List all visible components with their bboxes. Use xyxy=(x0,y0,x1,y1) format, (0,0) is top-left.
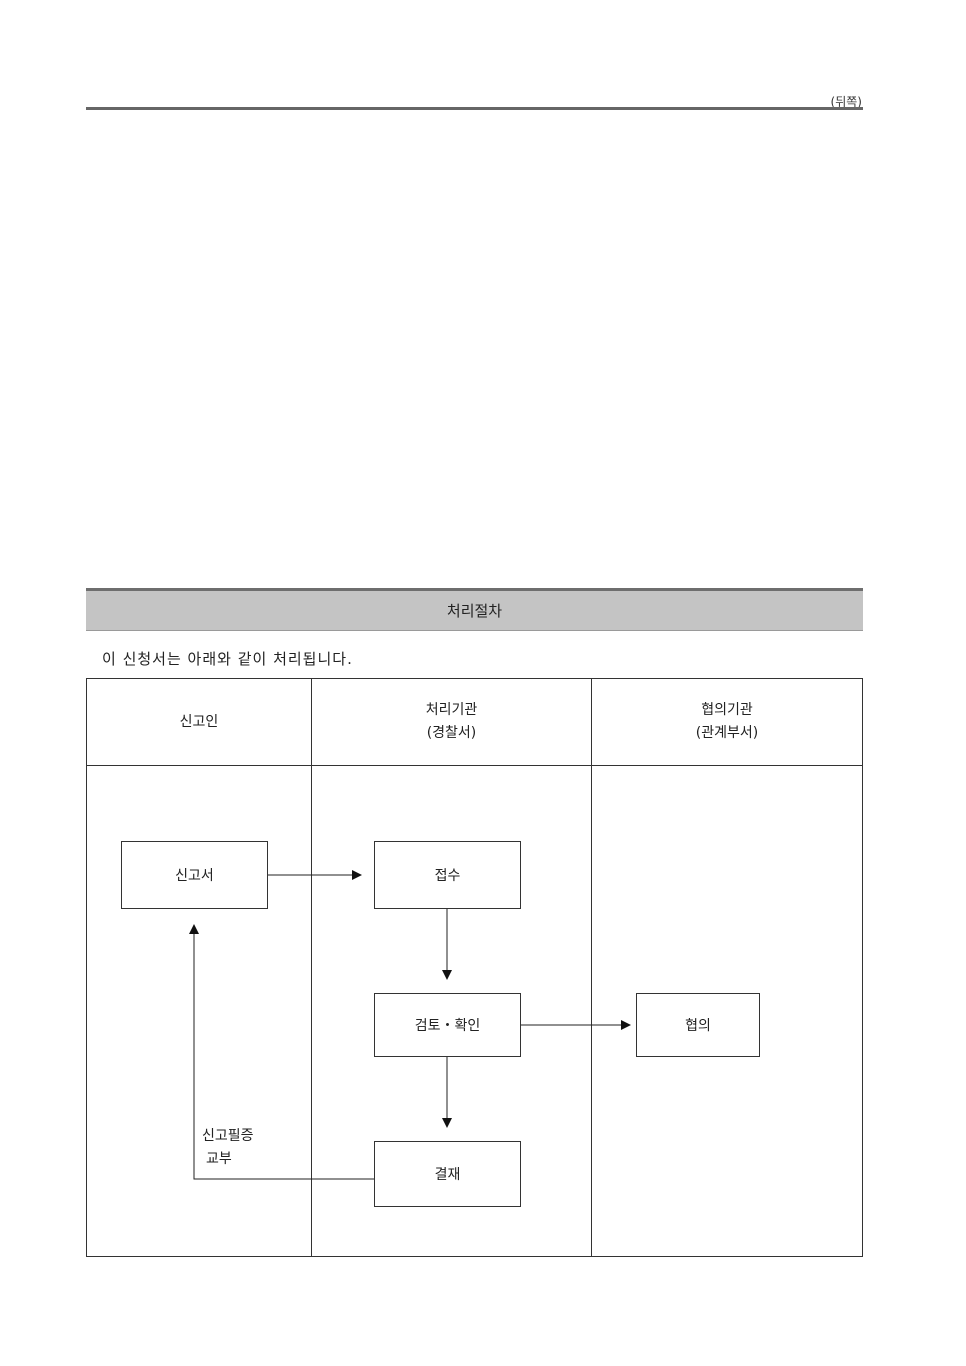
column-divider xyxy=(311,679,312,1256)
intro-text: 이 신청서는 아래와 같이 처리됩니다. xyxy=(102,650,353,668)
step-label: 접수 xyxy=(434,868,461,884)
step-consultation-box: 협의 xyxy=(636,993,760,1057)
column-divider xyxy=(591,679,592,1256)
header-divider xyxy=(87,765,862,766)
process-flow-table: 신고인 처리기관 (경찰서) 협의기관 (관계부서) 신고서 접수 검토・확인 … xyxy=(86,678,863,1257)
step-review-box: 검토・확인 xyxy=(374,993,521,1057)
flow-arrows xyxy=(189,870,631,1180)
arrow-approval-to-report xyxy=(189,924,374,1180)
column-header-consult: 협의기관 (관계부서) xyxy=(592,679,862,765)
page-side-label: (뒤쪽) xyxy=(830,95,862,109)
section-title: 처리절차 xyxy=(86,588,863,631)
column-header-applicant: 신고인 xyxy=(87,679,311,765)
step-label: 신고서 xyxy=(175,868,214,884)
step-label: 검토・확인 xyxy=(414,1018,481,1034)
return-note-line: 교부 xyxy=(206,1151,232,1167)
column-header-sublabel: (경찰서) xyxy=(426,725,477,741)
step-report-box: 신고서 xyxy=(121,841,268,909)
column-header-label: 신고인 xyxy=(179,713,219,730)
step-receipt-box: 접수 xyxy=(374,841,521,909)
return-note: 신고필증 교부 xyxy=(202,1125,254,1171)
column-header-processor: 처리기관 (경찰서) xyxy=(312,679,591,765)
step-approval-box: 결재 xyxy=(374,1141,521,1207)
column-header-sublabel: (관계부서) xyxy=(695,725,759,741)
top-rule xyxy=(86,107,863,110)
return-note-line: 신고필증 xyxy=(202,1128,254,1144)
column-header-label: 처리기관 xyxy=(425,702,478,718)
step-label: 협의 xyxy=(685,1018,711,1034)
column-header-label: 협의기관 xyxy=(701,702,753,718)
step-label: 결재 xyxy=(434,1167,461,1183)
